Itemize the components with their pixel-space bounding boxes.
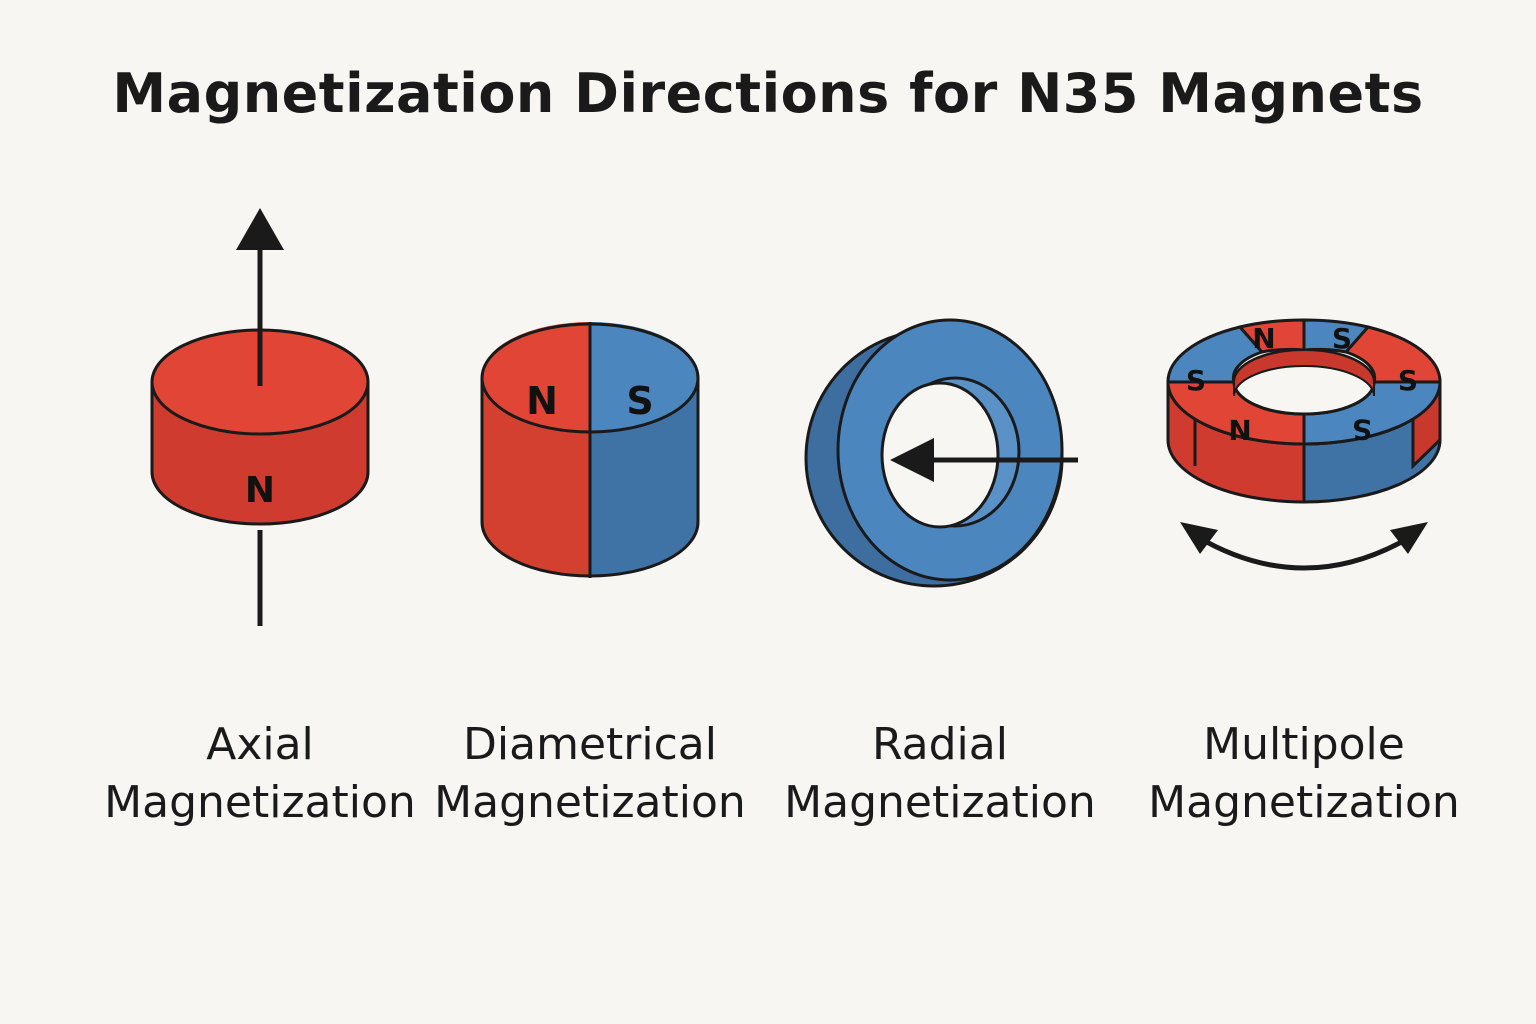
- multipole-pole-2: S: [1332, 322, 1352, 355]
- axial-arrowhead-icon: [236, 208, 284, 250]
- multipole-arrowhead-right-icon: [1390, 522, 1428, 554]
- caption-axial-line1: Axial: [206, 719, 314, 770]
- radial-arrowhead-icon: [890, 438, 934, 482]
- diametrical-magnet: N S: [480, 321, 700, 578]
- multipole-pole-1: N: [1252, 322, 1275, 355]
- caption-radial-line1: Radial: [872, 719, 1008, 770]
- caption-multipole-line2: Magnetization: [1148, 777, 1460, 828]
- radial-magnet: [804, 318, 1078, 588]
- axial-pole-n: N: [245, 470, 275, 511]
- multipole-curved-arrow: [1194, 533, 1414, 571]
- multipole-pole-3: S: [1186, 364, 1206, 397]
- multipole-magnet: N S S S N S: [1166, 318, 1442, 571]
- radial-ring-hole: [880, 381, 1000, 529]
- multipole-pole-6: S: [1352, 413, 1372, 446]
- multipole-arrowhead-left-icon: [1180, 522, 1218, 554]
- axial-magnet: N: [150, 208, 370, 626]
- caption-diametrical-line2: Magnetization: [434, 777, 746, 828]
- page-title: Magnetization Directions for N35 Magnets: [112, 62, 1424, 125]
- diametrical-pole-s: S: [626, 379, 653, 423]
- caption-axial: Axial Magnetization: [80, 716, 440, 832]
- multipole-pole-4: S: [1398, 364, 1418, 397]
- diametrical-top-north: [482, 324, 590, 432]
- diametrical-top-south: [590, 324, 698, 432]
- multipole-pole-5: N: [1228, 413, 1251, 446]
- caption-diametrical-line1: Diametrical: [463, 719, 717, 770]
- caption-multipole: Multipole Magnetization: [1124, 716, 1484, 832]
- caption-multipole-line1: Multipole: [1203, 719, 1405, 770]
- diametrical-pole-n: N: [526, 379, 558, 423]
- caption-diametrical: Diametrical Magnetization: [410, 716, 770, 832]
- caption-radial-line2: Magnetization: [784, 777, 1096, 828]
- caption-axial-line2: Magnetization: [104, 777, 416, 828]
- caption-radial: Radial Magnetization: [760, 716, 1120, 832]
